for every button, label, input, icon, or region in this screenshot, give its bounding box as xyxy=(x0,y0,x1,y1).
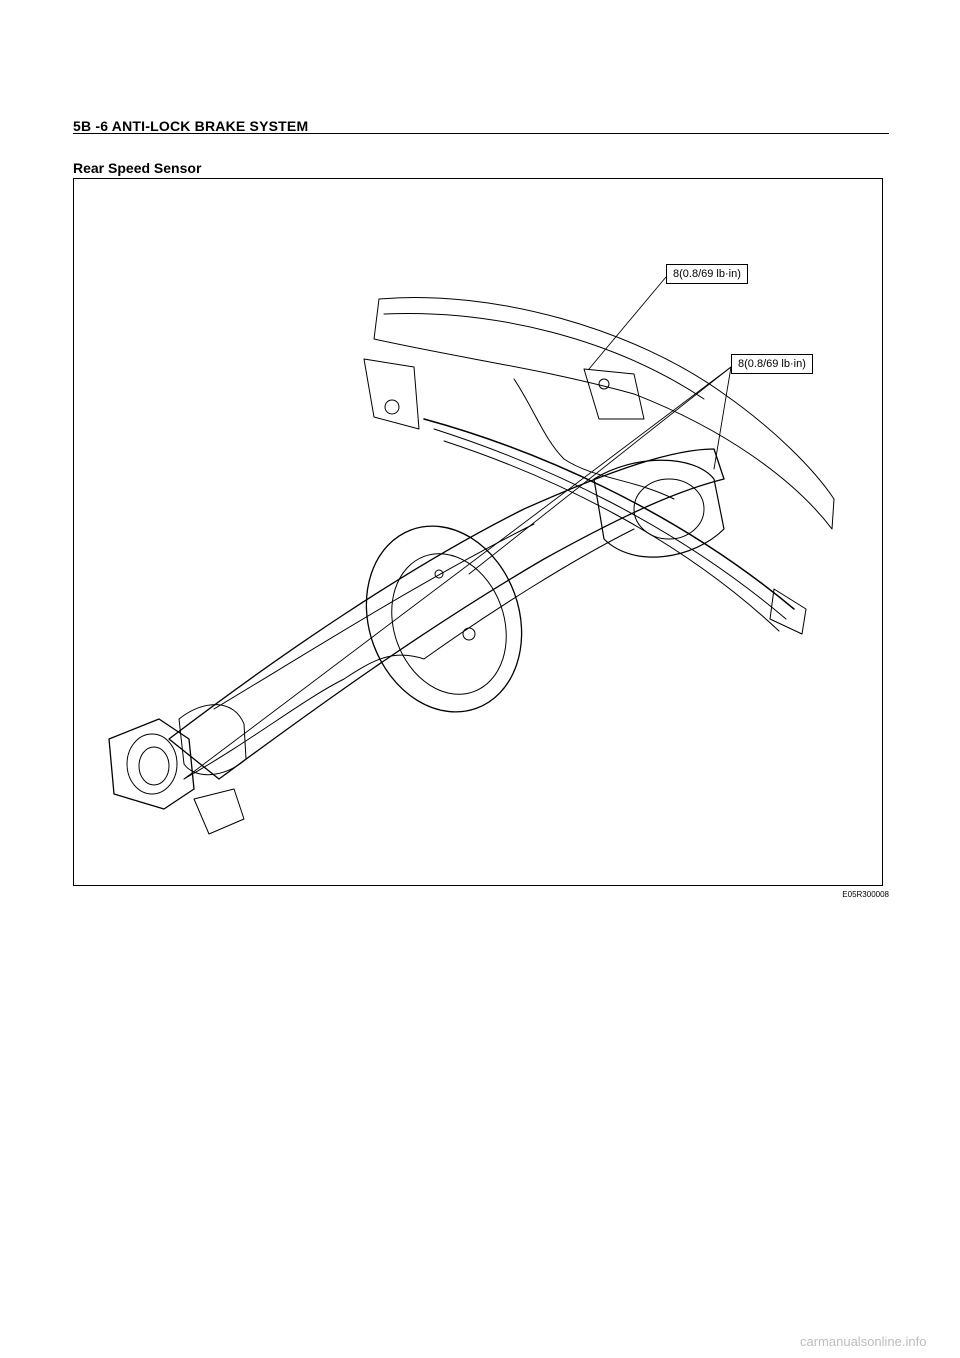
torque-callout-lower: 8(0.8/69 lb·in) xyxy=(731,354,813,374)
left-hub-flange xyxy=(108,718,195,810)
callout-leaders xyxy=(183,276,732,780)
frame-rail xyxy=(373,296,835,530)
page-header-title: 5B -6 ANTI-LOCK BRAKE SYSTEM xyxy=(73,118,309,134)
torque-callout-upper: 8(0.8/69 lb·in) xyxy=(666,264,748,284)
right-hub xyxy=(593,459,725,558)
frame-bracket-left xyxy=(363,358,420,430)
watermark-text: carmanualsonline.info xyxy=(800,1334,927,1349)
differential xyxy=(365,525,523,713)
sensor-bracket xyxy=(583,368,645,420)
header-rule xyxy=(73,133,889,134)
figure-code: E05R300008 xyxy=(842,890,889,899)
rear-axle-drawing xyxy=(108,276,835,835)
axle-housing xyxy=(168,448,725,780)
sensor-cable xyxy=(183,528,635,780)
leaf-spring xyxy=(423,418,795,610)
section-title: Rear Speed Sensor xyxy=(73,160,202,176)
rear-axle-illustration: 8(0.8/69 lb·in) 8(0.8/69 lb·in) xyxy=(73,178,883,886)
